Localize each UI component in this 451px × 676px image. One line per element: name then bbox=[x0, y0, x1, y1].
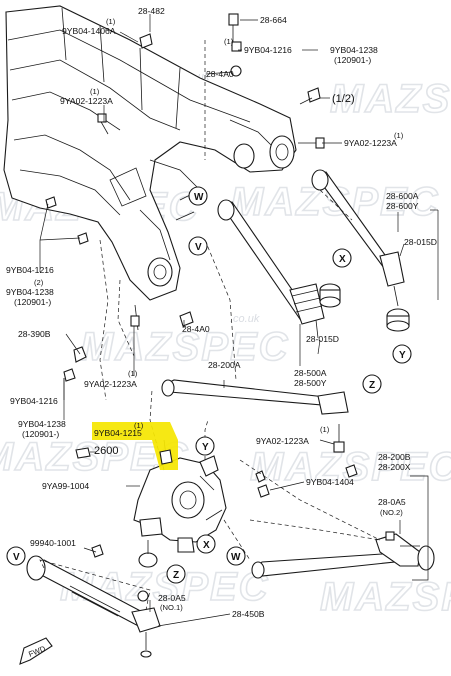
label-28-015d-right: 28-015D bbox=[404, 237, 437, 247]
label-28-500a: 28-500A bbox=[294, 368, 327, 378]
watermark-layer: MAZSPEC MAZSPEC MAZSPEC MAZSPEC MAZSPEC … bbox=[0, 71, 451, 620]
label-28-600y: 28-600Y bbox=[386, 201, 419, 211]
rear-crossmember bbox=[3, 5, 297, 301]
callout-z-top: Z bbox=[369, 380, 375, 391]
label-9yb04-1238-mid: 9YB04-1238 bbox=[6, 287, 54, 297]
label-qty-1f: (1) bbox=[134, 421, 144, 430]
label-28-200x: 28-200X bbox=[378, 462, 411, 472]
callout-w-bottom: W bbox=[231, 552, 241, 563]
label-no1: (NO.1) bbox=[160, 603, 183, 612]
label-9ya02-1223a-br: 9YA02-1223A bbox=[256, 436, 309, 446]
label-qty-2-mid: (2) bbox=[34, 278, 44, 287]
label-9yb04-1406a: 9YB04-1406A bbox=[62, 26, 116, 36]
label-28-482: 28-482 bbox=[138, 6, 165, 16]
label-28-200a: 28-200A bbox=[208, 360, 241, 370]
label-9ya02-1223a-right: 9YA02-1223A bbox=[344, 138, 397, 148]
watermark-brand-8: MAZSPEC bbox=[320, 575, 451, 619]
label-28-390b: 28-390B bbox=[18, 329, 51, 339]
label-28-015d-center: 28-015D bbox=[306, 334, 339, 344]
label-qty-1e: (1) bbox=[128, 369, 138, 378]
label-qty-1b: (1) bbox=[224, 37, 234, 46]
callout-x-bottom: X bbox=[203, 540, 210, 551]
label-9yb04-1216-top: 9YB04-1216 bbox=[244, 45, 292, 55]
fwd-arrow: FWD bbox=[19, 637, 53, 665]
callouts: W V X Y Z Y X W Z V bbox=[6, 186, 412, 584]
label-120901-low: (120901-) bbox=[22, 429, 59, 439]
label-9yb04-1216-mid: 9YB04-1216 bbox=[6, 265, 54, 275]
label-qty-1a: (1) bbox=[106, 17, 116, 26]
label-9ya02-1223a-left: 9YA02-1223A bbox=[60, 96, 113, 106]
label-28-664: 28-664 bbox=[260, 15, 287, 25]
label-28-200b: 28-200B bbox=[378, 452, 411, 462]
label-120901-mid: (120901-) bbox=[14, 297, 51, 307]
label-28-0a5-right: 28-0A5 bbox=[378, 497, 406, 507]
link-28-600a bbox=[311, 169, 410, 332]
label-28-0a5-bottom: 28-0A5 bbox=[158, 593, 186, 603]
label-qty-1c: (1) bbox=[90, 87, 100, 96]
watermark-url-2: .co.uk bbox=[230, 313, 260, 325]
label-2600: 2600 bbox=[94, 445, 118, 457]
label-no2: (NO.2) bbox=[380, 508, 403, 517]
label-28-4a0-top: 28-4A0 bbox=[206, 69, 234, 79]
callout-y-top: Y bbox=[399, 350, 406, 361]
label-9yb04-1216-low: 9YB04-1216 bbox=[10, 396, 58, 406]
label-28-4a0-mid: 28-4A0 bbox=[182, 324, 210, 334]
label-half: (1/2) bbox=[332, 93, 355, 105]
label-9ya99-1004: 9YA99-1004 bbox=[42, 481, 89, 491]
label-28-500y: 28-500Y bbox=[294, 378, 327, 388]
callout-y-bottom: Y bbox=[202, 442, 209, 453]
label-120901-top: (120901-) bbox=[334, 55, 371, 65]
link-28-200a bbox=[161, 379, 349, 415]
link-28-500a bbox=[217, 199, 341, 339]
watermark-brand-1: MAZSPEC bbox=[330, 77, 451, 121]
link-28-450b bbox=[26, 555, 161, 658]
label-9yb04-1404: 9YB04-1404 bbox=[306, 477, 354, 487]
hardware bbox=[45, 13, 358, 602]
link-28-200b bbox=[251, 531, 435, 579]
label-9yb04-1238-low: 9YB04-1238 bbox=[18, 419, 66, 429]
part-labels: 28-482 28-664 (1) 9YB04-1406A (1) 9YB04-… bbox=[6, 6, 437, 619]
label-28-450b: 28-450B bbox=[232, 609, 265, 619]
label-qty-1d: (1) bbox=[394, 131, 404, 140]
callout-v-bottom: V bbox=[13, 552, 20, 563]
label-9ya02-1223a-low: 9YA02-1223A bbox=[84, 379, 137, 389]
callout-v-top: V bbox=[195, 242, 202, 253]
label-28-600a: 28-600A bbox=[386, 191, 419, 201]
label-9yb04-1238-top: 9YB04-1238 bbox=[330, 45, 378, 55]
callout-x-top: X bbox=[339, 254, 346, 265]
callout-z-bottom: Z bbox=[173, 570, 179, 581]
highlight-9yb04-1215 bbox=[92, 422, 178, 470]
callout-w-top: W bbox=[194, 192, 204, 203]
label-qty-1g: (1) bbox=[320, 425, 330, 434]
watermark-brand-4: MAZSPEC bbox=[80, 325, 290, 369]
label-9yb04-1215: 9YB04-1215 bbox=[94, 428, 142, 438]
label-99940-1001: 99940-1001 bbox=[30, 538, 76, 548]
